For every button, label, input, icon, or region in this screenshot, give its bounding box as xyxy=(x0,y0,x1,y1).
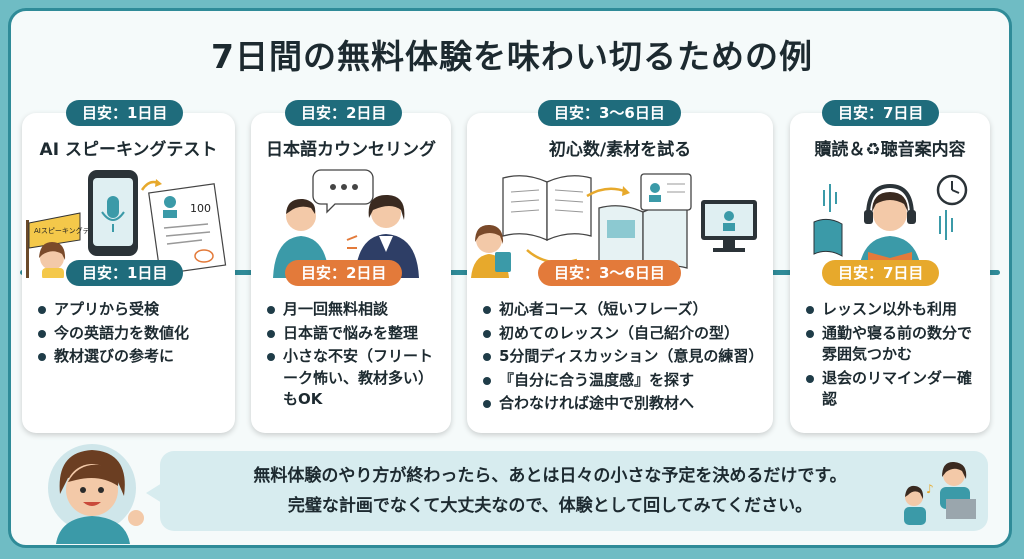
bullet-item: 日本語で悩みを整理 xyxy=(267,323,441,345)
flag-text: AIスピーキングテスト xyxy=(34,226,104,235)
materials-illustration xyxy=(471,173,757,278)
speech-marks-icon xyxy=(346,235,358,249)
book-icon xyxy=(813,218,843,257)
music-note-icon: ♪ xyxy=(926,482,934,496)
day-badge-top: 目安：1日目 xyxy=(66,100,184,126)
card-day2: 日本語カウンセリング 月一回無料相談 日本語で悩みを整理 小さな不安（フリートー… xyxy=(251,113,451,433)
message-line: 無料体験のやり方が終わったら、あとは日々の小さな予定を決めるだけです。 xyxy=(253,466,847,486)
woman-icon xyxy=(355,194,419,278)
card-title: 初心数/素材を試る xyxy=(548,140,692,160)
bullet-item: 5分間ディスカッション（意見の練習） xyxy=(483,346,763,368)
score-text: 100 xyxy=(190,202,211,215)
message-bubble: 無料体験のやり方が終わったら、あとは日々の小さな予定を決めるだけです。 完璧な計… xyxy=(146,451,988,531)
bullet-item: 初めてのレッスン（自己紹介の型） xyxy=(483,323,763,345)
day-badge-top: 目安：2日目 xyxy=(285,100,403,126)
bullet-item: 教材選びの参考に xyxy=(38,346,225,368)
bullet-item: 合わなければ途中で別教材へ xyxy=(483,393,763,415)
card-title: 日本語カウンセリング xyxy=(266,140,436,160)
day-badge-mid: 目安：3〜6日目 xyxy=(538,260,681,286)
bullet-item: 初心者コース（短いフレーズ） xyxy=(483,299,763,321)
open-book-icon xyxy=(598,205,688,274)
bullet-item: 退会のリマインダー確認 xyxy=(806,368,980,411)
message-line: 完璧な計画でなくて大丈夫なので、体験として回してみてください。 xyxy=(287,496,813,516)
day-badge-top: 目安：7日目 xyxy=(822,100,940,126)
arrow-icon xyxy=(140,179,162,191)
profile-card-icon xyxy=(640,173,692,211)
phone-icon xyxy=(88,170,138,256)
day-badge-mid: 目安：1日目 xyxy=(66,260,184,286)
bullet-item: 今の英語力を数値化 xyxy=(38,323,225,345)
bullet-item: 月一回無料相談 xyxy=(267,299,441,321)
day-badge-mid: 目安：7日目 xyxy=(822,260,940,286)
open-book-icon xyxy=(502,175,592,242)
card-title: AI スピーキングテスト xyxy=(39,140,218,160)
bullet-item: 通勤や寝る前の数分で雰囲気つかむ xyxy=(806,323,980,366)
learners-icon: ♪ xyxy=(904,461,976,525)
student-girl-icon xyxy=(471,224,511,278)
card-title: 贖読＆♻聴音案内容 xyxy=(814,140,966,160)
bullet-item: アプリから受検 xyxy=(38,299,225,321)
page-title: 7日間の無料体験を味わい切るための例 xyxy=(211,37,813,76)
day-badge-mid: 目安：2日目 xyxy=(285,260,403,286)
bullet-item: レッスン以外も利用 xyxy=(806,299,980,321)
bullet-list: アプリから受検 今の英語力を数値化 教材選びの参考に xyxy=(38,299,225,370)
message-text: 無料体験のやり方が終わったら、あとは日々の小さな予定を決めるだけです。 完璧な計… xyxy=(160,461,940,521)
clock-icon xyxy=(936,174,968,206)
speaking-test-illustration: AIスピーキングテスト 100 xyxy=(26,170,227,278)
bullet-item: 小さな不安（フリートーク怖い、教材多い）もOK xyxy=(267,346,441,411)
bubble-tail xyxy=(146,483,162,503)
flag-icon: AIスピーキングテスト xyxy=(26,212,104,278)
guide-woman-icon xyxy=(48,444,144,544)
bullet-list: 月一回無料相談 日本語で悩みを整理 小さな不安（フリートーク怖い、教材多い）もO… xyxy=(267,299,441,413)
girl-icon xyxy=(39,242,66,278)
speech-bubble-icon xyxy=(312,169,374,214)
bullet-list: レッスン以外も利用 通勤や寝る前の数分で雰囲気つかむ 退会のリマインダー確認 xyxy=(806,299,980,413)
day-badge-top: 目安：3〜6日目 xyxy=(538,100,681,126)
bullet-item: 『自分に合う温度感』を探す xyxy=(483,370,763,392)
counseling-illustration xyxy=(273,169,419,278)
sound-wave-icon xyxy=(823,184,953,240)
test-paper-icon: 100 xyxy=(148,183,227,275)
monitor-icon xyxy=(701,200,757,252)
bullet-list: 初心者コース（短いフレーズ） 初めてのレッスン（自己紹介の型） 5分間ディスカッ… xyxy=(483,299,763,417)
